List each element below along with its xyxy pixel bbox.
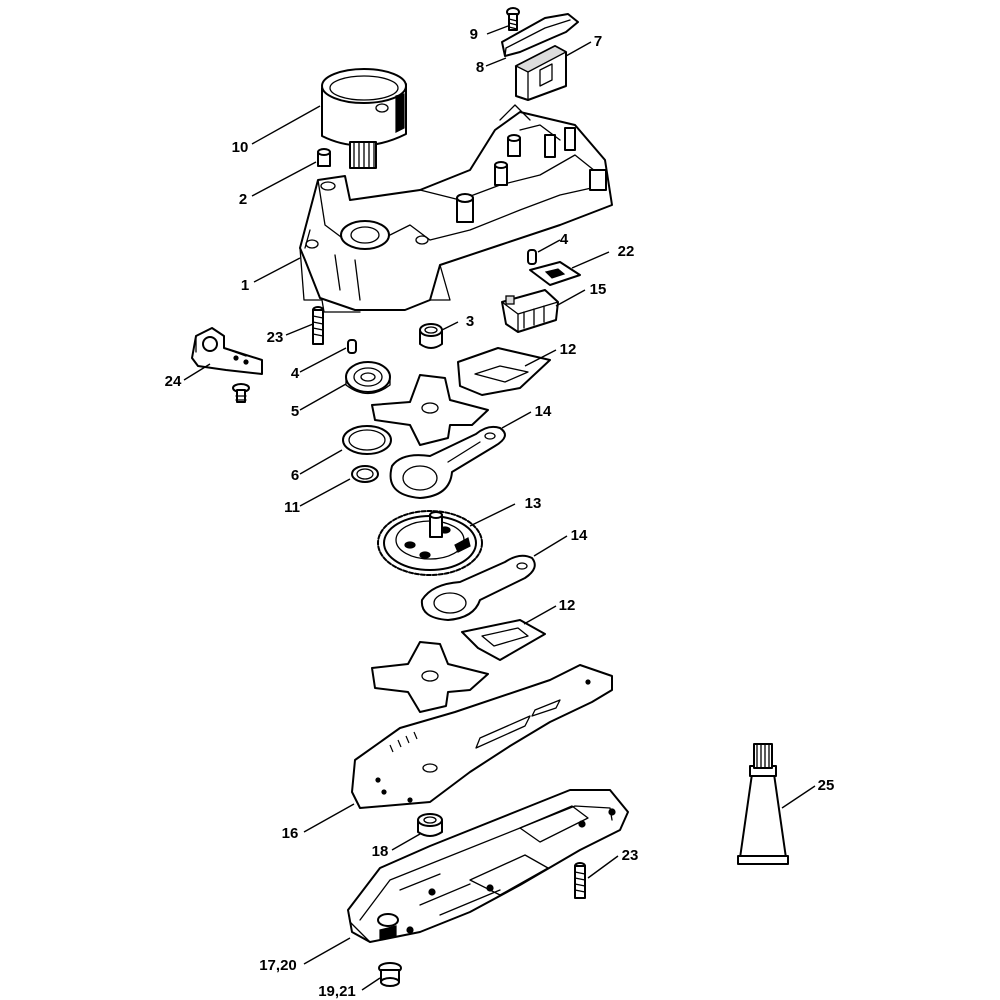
part-7-damper bbox=[514, 45, 568, 101]
label-6: 6 bbox=[291, 467, 299, 484]
label-8: 8 bbox=[476, 59, 484, 76]
part-16-gasket bbox=[351, 664, 613, 809]
part-10-clutch-drum bbox=[321, 68, 407, 169]
label-9: 9 bbox=[470, 26, 478, 43]
part-22-plate bbox=[529, 261, 581, 286]
part-3-bearing bbox=[419, 323, 443, 349]
part-19-21-plug bbox=[378, 962, 402, 987]
part-23-screw-upper bbox=[312, 306, 324, 345]
label-14-upper: 14 bbox=[535, 403, 552, 420]
part-15-guide bbox=[501, 289, 559, 333]
label-23-lower: 23 bbox=[622, 847, 639, 864]
part-5-ball-bearing bbox=[345, 361, 391, 395]
leader-lines bbox=[183, 25, 816, 991]
part-1-gear-housing bbox=[299, 104, 613, 313]
label-25: 25 bbox=[818, 777, 835, 794]
label-11: 11 bbox=[284, 499, 300, 516]
part-12-plate-lower bbox=[461, 619, 546, 661]
label-10: 10 bbox=[232, 139, 249, 156]
part-2-sleeve bbox=[317, 148, 331, 167]
part-14-rod-upper bbox=[389, 425, 506, 499]
label-1: 1 bbox=[241, 277, 249, 294]
part-25-grease-tube bbox=[737, 743, 789, 865]
part-4-pin-upper bbox=[527, 249, 537, 265]
label-18: 18 bbox=[372, 843, 389, 860]
label-15: 15 bbox=[590, 281, 607, 298]
part-6-circlip bbox=[342, 425, 392, 455]
part-labels: 9 8 7 10 2 1 4 22 15 23 3 4 24 5 12 6 14… bbox=[165, 26, 835, 1000]
part-24-bracket bbox=[191, 327, 263, 375]
label-5: 5 bbox=[291, 403, 299, 420]
part-17-20-gear-cover bbox=[347, 789, 629, 943]
part-18-bearing bbox=[417, 813, 443, 837]
label-23-upper: 23 bbox=[267, 329, 284, 346]
part-12-spider-upper bbox=[371, 374, 489, 446]
label-2: 2 bbox=[239, 191, 247, 208]
part-11-circlip bbox=[351, 465, 379, 483]
part-13-gear bbox=[377, 510, 483, 576]
label-13: 13 bbox=[525, 495, 542, 512]
label-22: 22 bbox=[618, 243, 635, 260]
label-14-lower: 14 bbox=[571, 527, 588, 544]
label-12-lower: 12 bbox=[559, 597, 576, 614]
label-4-lower: 4 bbox=[291, 365, 300, 382]
part-12-plate-upper bbox=[457, 347, 551, 396]
part-4-pin-lower bbox=[347, 339, 357, 354]
part-23-screw-lower bbox=[574, 862, 586, 899]
label-17-20: 17,20 bbox=[259, 957, 297, 974]
label-7: 7 bbox=[594, 33, 602, 50]
part-8-cover bbox=[501, 13, 579, 57]
label-16: 16 bbox=[282, 825, 299, 842]
label-24: 24 bbox=[165, 373, 182, 390]
label-12-upper: 12 bbox=[560, 341, 577, 358]
label-19-21: 19,21 bbox=[318, 983, 356, 1000]
part-24-screw bbox=[232, 383, 250, 403]
part-12-spider-lower bbox=[371, 641, 489, 713]
label-4-upper: 4 bbox=[560, 231, 569, 248]
part-9-screw bbox=[506, 7, 520, 31]
label-3: 3 bbox=[466, 313, 474, 330]
part-14-rod-lower bbox=[420, 554, 536, 621]
